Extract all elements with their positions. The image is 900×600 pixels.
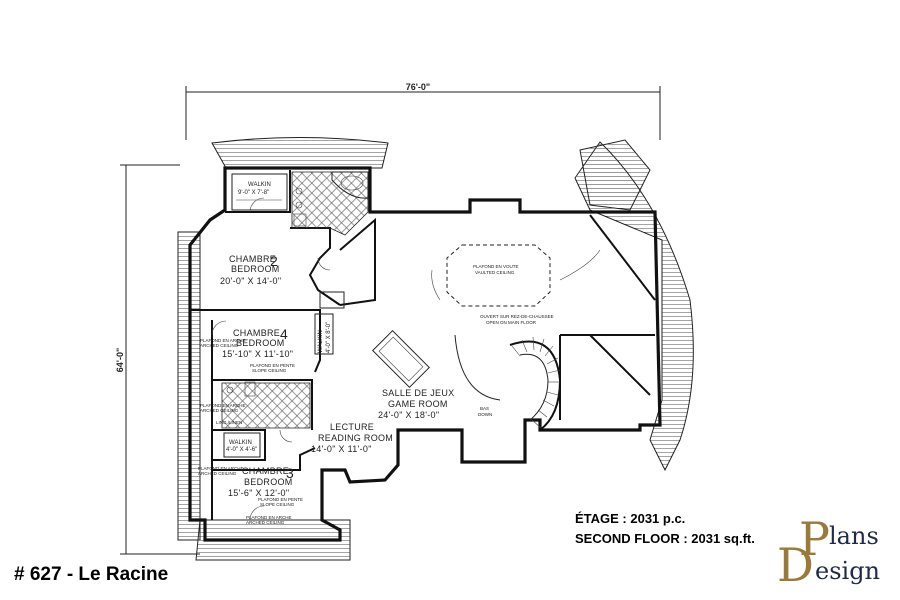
room-lecture: LECTURE READING ROOM 14'-0" X 11'-0"	[311, 422, 393, 454]
depth-label: 64'-0"	[115, 348, 125, 372]
walkin-mid-name: WALKIN	[318, 330, 324, 353]
salle-fr: SALLE DE JEUX	[382, 388, 454, 398]
slope-en-2: SLOPE CEILING	[260, 502, 295, 507]
arched-fr-1: PLAFOND EN ARCHE	[200, 338, 246, 343]
chambre4-fr: CHAMBRE	[233, 328, 280, 338]
bathroom-tiles	[221, 171, 369, 429]
room-salle-de-jeux: SALLE DE JEUX GAME ROOM 24'-0" X 18'-0"	[378, 388, 454, 420]
lecture-en: READING ROOM	[318, 433, 393, 443]
chambre3-fr: CHAMBRE	[242, 466, 289, 476]
fixtures	[226, 171, 369, 397]
arched-fr-4: PLAFOND EN ARCHE	[246, 515, 292, 520]
walkin-top-name: WALKIN	[248, 182, 271, 188]
floor-area-en: SECOND FLOOR : 2031 sq.ft.	[575, 531, 755, 546]
interior-walls	[190, 170, 656, 520]
room-chambre-4: CHAMBRE 4 BEDROOM 15'-10" X 11'-10"	[222, 326, 293, 359]
open-fr: OUVERT SUR REZ-DE-CHAUSSEE	[480, 314, 554, 319]
room-chambre-3: CHAMBRE 3 BEDROOM 15'-6" X 12'-0"	[228, 465, 294, 498]
depth-dimension: 64'-0"	[115, 164, 200, 555]
walkin-mid-size: 4'-0" X 8'-0"	[326, 322, 332, 353]
lecture-fr: LECTURE	[330, 422, 374, 432]
exterior-walls	[188, 166, 662, 542]
linen-label: LING./LINEN	[216, 420, 242, 425]
plan-number: # 627 - Le Racine	[14, 564, 169, 585]
chambre4-size: 15'-10" X 11'-10"	[222, 349, 293, 359]
slope-fr-2: PLAFOND EN PENTE	[258, 497, 303, 502]
chambre2-en: BEDROOM	[231, 264, 280, 274]
down-fr: BAS	[480, 406, 489, 411]
chambre3-num: 3	[286, 465, 294, 481]
plans-design-logo: P lans D esign	[775, 514, 890, 590]
arched-en-4: ARCHED CEILING	[246, 520, 285, 525]
arched-fr-2: PLAFOND EN ARCHE	[200, 403, 246, 408]
vaulted-fr: PLAFOND EN VOUTE	[473, 264, 519, 269]
down-en: DOWN	[478, 412, 492, 417]
chambre3-size: 15'-6" X 12'-0"	[228, 488, 289, 498]
vaulted-en: VAULTED CEILING	[475, 270, 515, 275]
open-en: OPEN ON MAIN FLOOR	[486, 320, 537, 325]
logo-word-lans: lans	[829, 522, 879, 550]
chambre3-en: BEDROOM	[244, 477, 293, 487]
lecture-size: 14'-0" X 11'-0"	[311, 444, 372, 454]
arched-en-2: ARCHED CEILING	[200, 408, 239, 413]
chambre4-num: 4	[280, 326, 288, 342]
salle-en: GAME ROOM	[388, 399, 448, 409]
arched-fr-3: PLAFOND EN ARCHE	[198, 466, 244, 471]
staircase	[454, 334, 562, 431]
chambre4-en: BEDROOM	[236, 338, 285, 348]
ceiling-notes: PLAFOND EN VOUTE VAULTED CEILING OUVERT …	[198, 264, 554, 525]
walkin-top-size: 9'-0" X 7'-8"	[238, 190, 269, 196]
width-dimension: 76'-0"	[185, 82, 661, 140]
logo-word-esign: esign	[815, 557, 881, 585]
chambre2-num: 2	[270, 253, 278, 269]
slope-en-1: SLOPE CEILING	[252, 368, 287, 373]
closets	[223, 173, 345, 458]
chambre2-fr: CHAMBRE	[229, 254, 276, 264]
pool-table	[372, 330, 430, 388]
floor-area-fr: ÉTAGE : 2031 p.c.	[575, 511, 686, 526]
vaulted-ceiling	[431, 244, 601, 307]
walkin-low-size: 4'-0" X 4'-6"	[226, 447, 257, 453]
salle-size: 24'-0" X 18'-0"	[378, 410, 439, 420]
room-chambre-2: CHAMBRE 2 BEDROOM 20'-0" X 14'-0"	[220, 253, 281, 286]
walkin-low-name: WALKIN	[229, 440, 252, 446]
arched-en-1: ARCHED CEILING	[200, 343, 239, 348]
doors	[211, 197, 331, 521]
chambre2-size: 20'-0" X 14'-0"	[220, 276, 281, 286]
logo-letter-p: P	[799, 512, 830, 566]
arched-en-3: ARCHED CEILING	[198, 471, 237, 476]
walkin-labels: WALKIN 9'-0" X 7'-8" WALKIN 4'-0" X 8'-0…	[226, 182, 332, 453]
slope-fr-1: PLAFOND EN PENTE	[250, 363, 295, 368]
logo-letter-d: D	[777, 538, 814, 592]
width-label: 76'-0"	[406, 82, 430, 92]
